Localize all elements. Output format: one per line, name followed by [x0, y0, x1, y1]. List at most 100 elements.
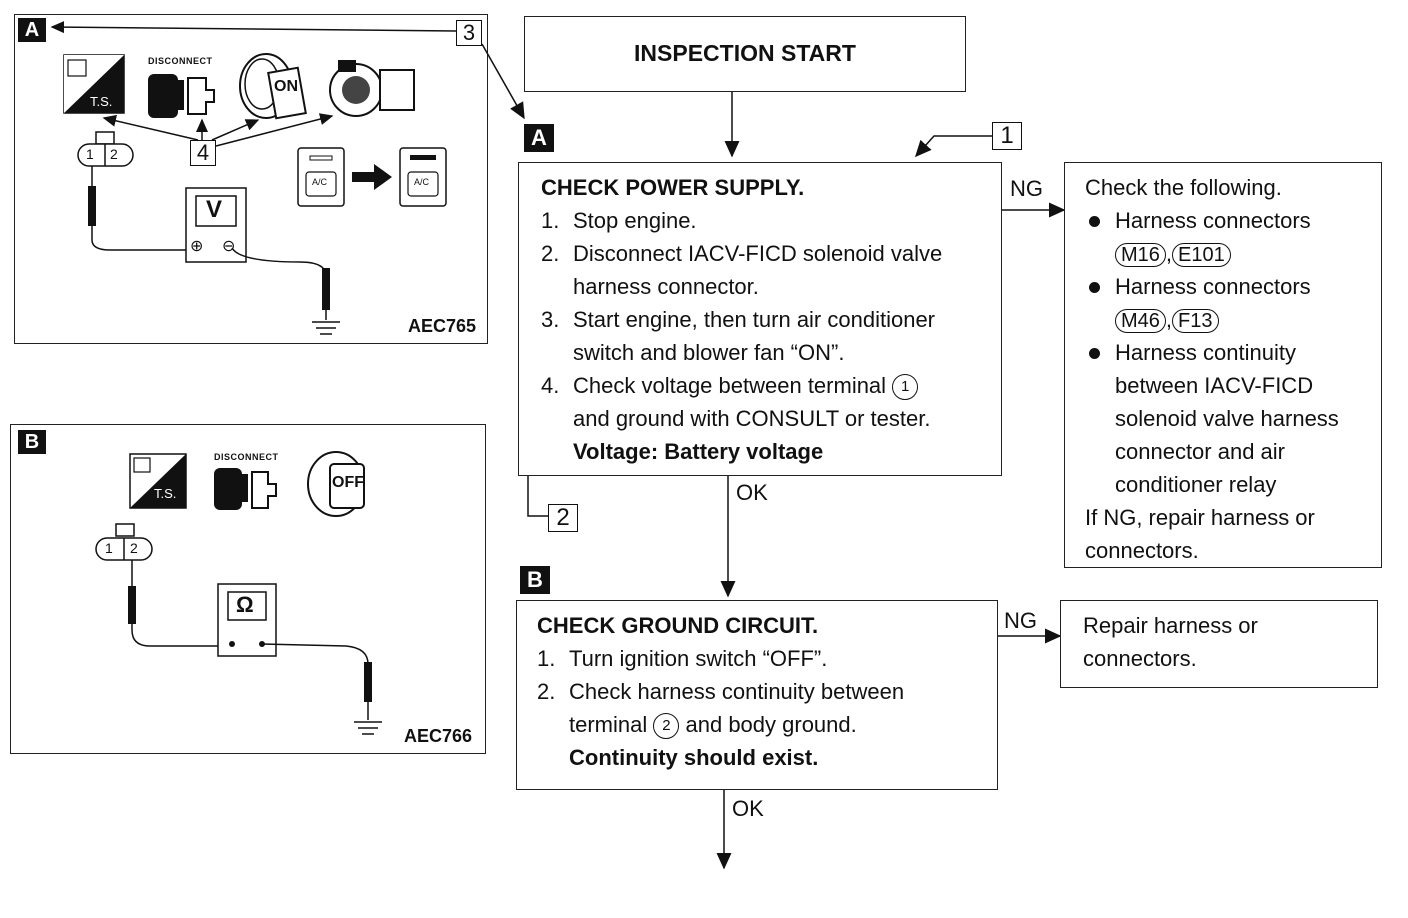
power-step-3-cont: switch and blower fan “ON”.: [573, 340, 845, 365]
panel-a-ref-3: 3: [456, 20, 482, 46]
tester-icon: [63, 54, 125, 114]
power-step-4-num: 4.: [541, 373, 560, 398]
panel-a-ac-on-label: A/C: [414, 177, 430, 187]
check-ground-circuit-box: CHECK GROUND CIRCUIT. 1.Turn ignition sw…: [516, 600, 998, 790]
panel-b-tag: B: [18, 430, 46, 454]
bullet-dot: [1089, 216, 1100, 227]
continuity-line-4: connector and air: [1115, 439, 1285, 464]
bullet-harness-2-text: Harness connectors: [1115, 274, 1311, 299]
panel-a-pin-1: 1: [86, 146, 94, 162]
ground-step-2-cont-before: terminal: [569, 712, 648, 737]
ground-step-2-text: Check harness continuity between: [569, 679, 905, 704]
panel-b-meter-symbol: Ω: [236, 592, 254, 617]
panel-a-on-caption: ON: [274, 78, 298, 95]
tester-icon: [129, 453, 187, 509]
panel-b-disconnect-caption: DISCONNECT: [214, 452, 279, 462]
terminal-1-marker: 1: [892, 374, 919, 401]
continuity-line-3: solenoid valve harness: [1115, 406, 1339, 431]
check-following-footer-2: connectors.: [1085, 538, 1199, 563]
ground-step-1: 1.Turn ignition switch “OFF”.: [537, 642, 997, 675]
bullet-harness-2: Harness connectors M46,F13: [1085, 270, 1381, 336]
power-spec: Voltage: Battery voltage: [573, 439, 824, 464]
ok-label-2: OK: [732, 796, 764, 821]
ok-label-1: OK: [736, 480, 768, 505]
continuity-line-1: Harness continuity: [1115, 340, 1296, 365]
continuity-line-5: conditioner relay: [1115, 472, 1277, 497]
power-title: CHECK POWER SUPPLY.: [541, 175, 805, 200]
ac-switch-on-icon: [399, 147, 447, 207]
bullet-harness-continuity: Harness continuity between IACV-FICD sol…: [1085, 336, 1381, 501]
check-power-supply-box: CHECK POWER SUPPLY. 1. Stop engine. 2. Dis…: [518, 162, 1002, 476]
power-step-3-num: 3.: [541, 307, 560, 332]
power-step-3-text: Start engine, then turn air conditioner: [573, 307, 936, 332]
check-following-title: Check the following.: [1085, 175, 1282, 200]
panel-a-pin-2: 2: [110, 146, 118, 162]
connector-code-e101: E101: [1172, 243, 1231, 267]
panel-a-meter-minus: ⊖: [222, 238, 236, 255]
power-step-4-cont: and ground with CONSULT or tester.: [573, 406, 931, 431]
connector-a: [77, 131, 134, 167]
panel-a-ac-off-label: A/C: [312, 177, 328, 187]
panel-b-ts-caption: T.S.: [154, 486, 177, 501]
flow-tag-b: B: [520, 566, 550, 594]
inspection-start-box: INSPECTION START: [524, 16, 966, 92]
ng-label-2: NG: [1004, 608, 1037, 633]
check-following-footer-1: If NG, repair harness or: [1085, 505, 1315, 530]
terminal-2-marker: 2: [653, 713, 680, 740]
ground-step-2: 2. Check harness continuity between termi…: [537, 675, 997, 741]
panel-a-meter-plus: ⊕: [190, 238, 204, 255]
panel-b-pin-2: 2: [130, 540, 138, 556]
code-comma: ,: [1165, 241, 1173, 266]
disconnect-icon: [148, 74, 215, 118]
power-step-2-text: Disconnect IACV-FICD solenoid valve: [573, 241, 943, 266]
bullet-dot: [1089, 348, 1100, 359]
flow-ref-2: 2: [548, 504, 578, 532]
power-step-1-text: Stop engine.: [573, 208, 697, 233]
panel-a-ts-caption: T.S.: [90, 94, 113, 109]
power-step-1: 1. Stop engine.: [541, 204, 1001, 237]
panel-a-callout-4: 4: [190, 140, 216, 166]
ground-title: CHECK GROUND CIRCUIT.: [537, 613, 819, 638]
ground-step-1-text: Turn ignition switch “OFF”.: [569, 646, 828, 671]
power-step-1-num: 1.: [541, 208, 560, 233]
power-step-4: 4. Check voltage between terminal 1 and g…: [541, 369, 1001, 435]
disconnect-icon: [214, 468, 277, 510]
power-step-2-num: 2.: [541, 241, 560, 266]
flow-tag-a: A: [524, 124, 554, 152]
panel-b-pin-1: 1: [105, 540, 113, 556]
connector-code-m16: M16: [1115, 243, 1166, 267]
connector-code-m46: M46: [1115, 309, 1166, 333]
ac-switch-off-icon: [297, 147, 345, 207]
panel-a-code: AEC765: [408, 316, 477, 336]
panel-a-meter-symbol: V: [206, 196, 223, 223]
code-comma: ,: [1165, 307, 1173, 332]
power-step-4-text: Check voltage between terminal: [573, 373, 887, 398]
ignition-on-icon: [239, 53, 307, 120]
bullet-dot: [1089, 282, 1100, 293]
inspection-start-label: INSPECTION START: [634, 40, 856, 66]
continuity-line-2: between IACV-FICD: [1115, 373, 1314, 398]
repair-line-2: connectors.: [1083, 646, 1197, 671]
ground-step-2-cont-after: and body ground.: [685, 712, 857, 737]
panel-b-code: AEC766: [404, 726, 473, 746]
bullet-harness-1-text: Harness connectors: [1115, 208, 1311, 233]
ng-label-1: NG: [1010, 176, 1043, 201]
repair-line-1: Repair harness or: [1083, 613, 1258, 638]
panel-b-off-caption: OFF: [332, 474, 364, 491]
air-conditioner-fan-icon: [329, 60, 415, 117]
panel-a-disconnect-caption: DISCONNECT: [148, 56, 213, 66]
ground-spec: Continuity should exist.: [569, 745, 819, 770]
check-following-box: Check the following. Harness connectors …: [1064, 162, 1382, 568]
power-step-2: 2. Disconnect IACV-FICD solenoid valve ha…: [541, 237, 1001, 303]
power-step-2-cont: harness connector.: [573, 274, 759, 299]
repair-box: Repair harness or connectors.: [1060, 600, 1378, 688]
panel-a-tag: A: [18, 18, 46, 42]
ignition-off-icon: [307, 451, 365, 517]
panel-b-graphics: [95, 451, 382, 735]
ground-step-2-num: 2.: [537, 679, 556, 704]
connector-code-f13: F13: [1172, 309, 1219, 333]
connector-b: [95, 523, 153, 561]
power-step-3: 3. Start engine, then turn air conditione…: [541, 303, 1001, 369]
flow-ref-1: 1: [992, 122, 1022, 150]
